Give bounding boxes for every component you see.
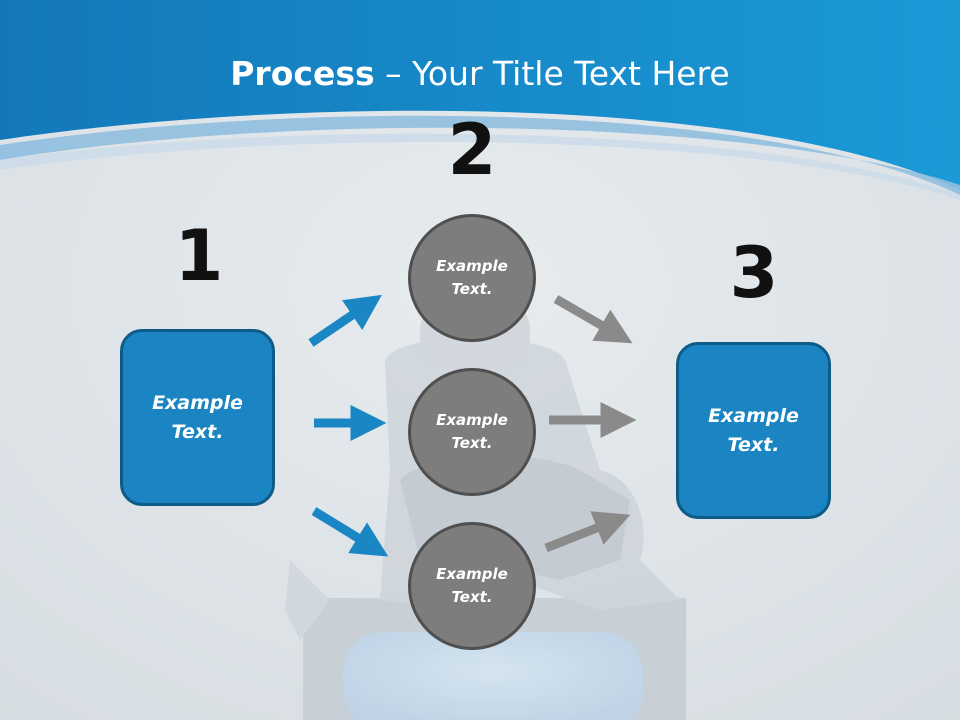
title-bold: Process <box>230 54 375 93</box>
bottom-circle[interactable]: Example Text. <box>408 522 536 650</box>
top-circle[interactable]: Example Text. <box>408 214 536 342</box>
title-rest: – Your Title Text Here <box>374 54 730 93</box>
arrow-bottom-circle-to-box <box>544 511 631 553</box>
left-process-box[interactable]: Example Text. <box>120 329 275 506</box>
middle-circle[interactable]: Example Text. <box>408 368 536 496</box>
arrow-box-to-top-circle <box>308 294 382 347</box>
left-box-text: Example Text. <box>152 391 243 443</box>
bottom-circle-text: Example Text. <box>436 565 508 606</box>
top-circle-text: Example Text. <box>436 257 508 298</box>
middle-circle-text: Example Text. <box>436 411 508 452</box>
arrow-top-circle-to-box <box>553 295 633 344</box>
step-number-3: 3 <box>729 232 779 314</box>
right-box-text: Example Text. <box>708 404 799 456</box>
arrow-box-to-bottom-circle <box>311 507 389 557</box>
step-number-2: 2 <box>447 109 497 191</box>
step-number-1: 1 <box>174 215 224 297</box>
slide-title: Process – Your Title Text Here <box>0 52 960 96</box>
right-process-box[interactable]: Example Text. <box>676 342 831 519</box>
